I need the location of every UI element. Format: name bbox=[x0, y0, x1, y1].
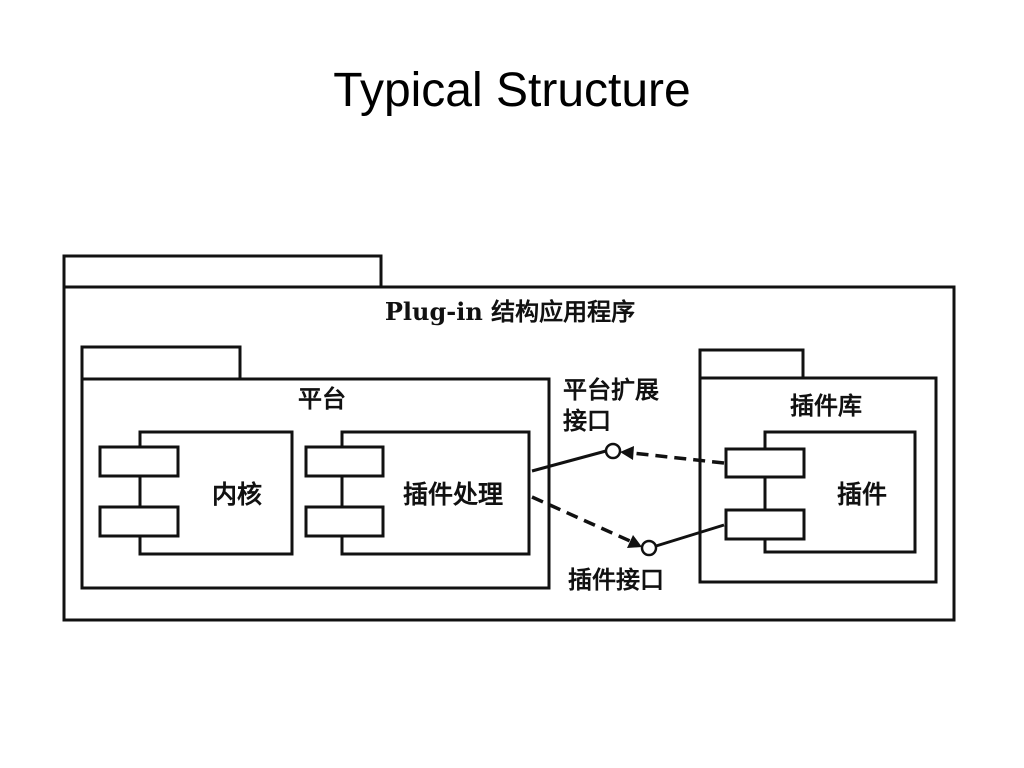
application-package-tab bbox=[62, 254, 383, 289]
plugin-handler-label: 插件处理 bbox=[403, 480, 503, 509]
plugin-library-package-body bbox=[698, 376, 938, 584]
plugin-interface-link bbox=[655, 523, 725, 548]
platform-extension-link bbox=[531, 449, 607, 473]
plugin-port-bottom bbox=[724, 508, 806, 541]
handler-uses-plugin-arrowhead bbox=[627, 535, 642, 548]
platform-package-body bbox=[80, 377, 551, 590]
plugin-handler-component: 插件处理 bbox=[304, 430, 531, 556]
plugin-library-package: 插件库 插件 bbox=[698, 348, 938, 584]
platform-extension-label-line2: 接口 bbox=[563, 406, 611, 435]
kernel-port-bottom bbox=[98, 505, 180, 538]
kernel-port-top bbox=[98, 445, 180, 478]
platform-package: 平台 内核 插件处理 bbox=[80, 345, 551, 590]
slide-title: Typical Structure bbox=[333, 64, 691, 117]
kernel-component: 内核 bbox=[98, 430, 294, 556]
handler-uses-plugin-dependency bbox=[531, 495, 631, 543]
application-package: Plug-in 结构应用程序 bbox=[62, 254, 956, 622]
plugin-library-package-label: 插件库 bbox=[790, 391, 862, 420]
plugin-component: 插件 bbox=[724, 430, 917, 554]
platform-package-label: 平台 bbox=[298, 384, 346, 413]
plugin-uses-extension-arrowhead bbox=[620, 446, 634, 460]
kernel-label: 内核 bbox=[212, 480, 262, 509]
plugin-port-top bbox=[724, 447, 806, 479]
plugin-uses-extension-dependency bbox=[631, 451, 725, 465]
platform-extension-label-line1: 平台扩展 bbox=[563, 375, 659, 404]
plugin-interface-label: 插件接口 bbox=[568, 565, 664, 594]
platform-extension-interface: 平台扩展 接口 bbox=[531, 375, 725, 473]
plugin-handler-port-bottom bbox=[304, 505, 385, 538]
plugin-interface-circle bbox=[640, 539, 658, 557]
platform-package-tab bbox=[80, 345, 242, 381]
application-package-label: Plug-in 结构应用程序 bbox=[385, 297, 635, 326]
plugin-library-package-tab bbox=[698, 348, 805, 380]
plugin-label: 插件 bbox=[837, 480, 887, 509]
plugin-interface: 插件接口 bbox=[531, 495, 725, 594]
platform-extension-interface-circle bbox=[604, 442, 622, 460]
plugin-handler-port-top bbox=[304, 445, 385, 478]
application-package-body bbox=[62, 285, 956, 622]
